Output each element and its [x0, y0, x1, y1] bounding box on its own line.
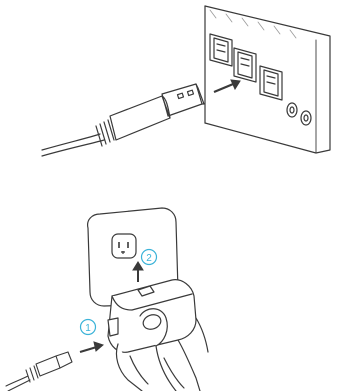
step-2-marker: 2 — [140, 248, 158, 266]
step-2-number: 2 — [146, 253, 152, 264]
step-1-marker: 1 — [79, 318, 97, 336]
audio-jack — [286, 102, 298, 118]
usb-port — [259, 65, 283, 101]
usb-cable — [5, 351, 73, 391]
computer-port-panel — [204, 5, 331, 154]
step-1-number: 1 — [85, 323, 91, 334]
right-arrow-icon — [79, 341, 104, 354]
audio-jack — [300, 110, 312, 126]
usb-cable — [41, 83, 205, 157]
up-arrow-icon — [132, 261, 144, 282]
usb-port — [233, 47, 257, 83]
usb-port — [209, 33, 233, 67]
hand — [115, 308, 209, 391]
right-arrow-icon — [213, 79, 241, 94]
wall-socket — [111, 233, 137, 259]
